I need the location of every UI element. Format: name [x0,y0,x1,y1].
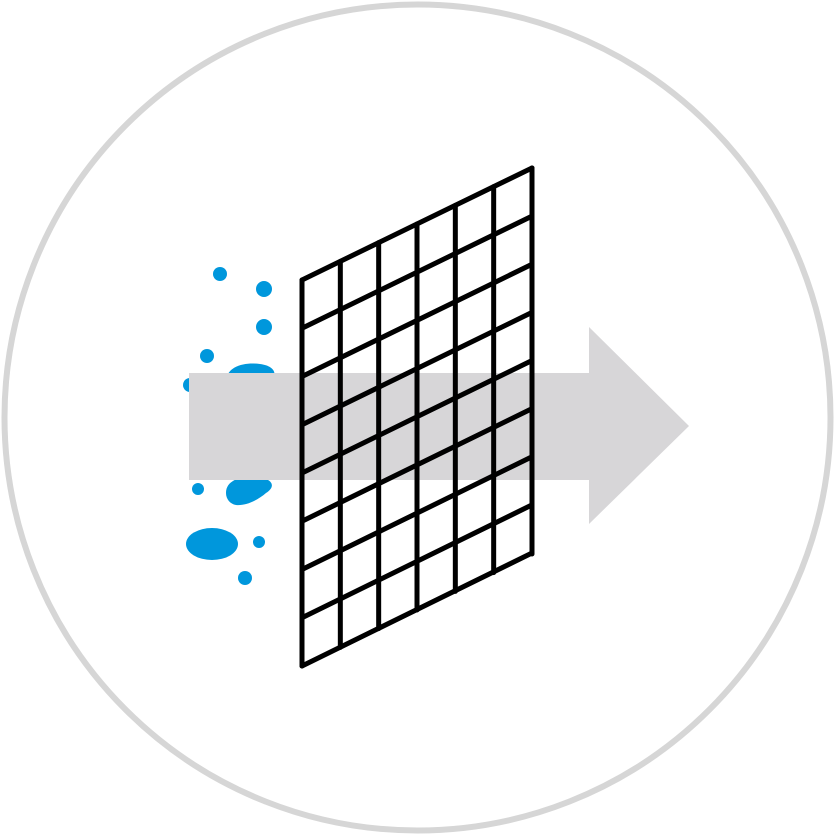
grid-line [299,550,535,669]
droplet [256,319,272,335]
grid-line [299,261,535,379]
droplet [253,536,265,548]
droplet [200,349,214,363]
grid-line [299,454,535,572]
droplet [213,267,227,281]
grid-line [299,502,535,621]
grid-line [299,165,535,283]
droplet [256,281,272,297]
droplet [226,476,272,506]
droplet [192,483,204,495]
grid-line [299,358,535,476]
mesh-grid [299,165,535,669]
flow-arrow [189,327,689,524]
grid-line [299,406,535,524]
grid-line [299,213,535,331]
droplet [238,571,252,585]
grid-line [299,309,535,428]
droplet [186,528,238,560]
